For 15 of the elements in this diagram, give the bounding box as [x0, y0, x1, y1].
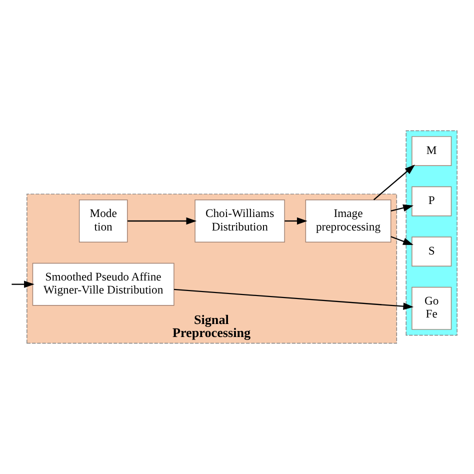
node-box: M — [412, 136, 452, 166]
arrow — [128, 217, 197, 225]
node-box: Image preprocessing — [305, 200, 392, 242]
arrow — [174, 288, 414, 310]
node-box: Smoothed Pseudo Affine Wigner-Ville Distribution — [32, 262, 174, 306]
node-box: S — [412, 236, 452, 266]
node-box: Go Fe — [412, 286, 452, 330]
node-box: Mode tion — [78, 200, 128, 242]
node-box: P — [412, 186, 452, 216]
arrow — [390, 204, 414, 212]
arrow — [284, 217, 308, 225]
arrow — [373, 164, 416, 200]
arrow — [12, 280, 34, 288]
node-box: Choi-Williams Distribution — [194, 200, 285, 242]
arrow — [390, 236, 414, 246]
